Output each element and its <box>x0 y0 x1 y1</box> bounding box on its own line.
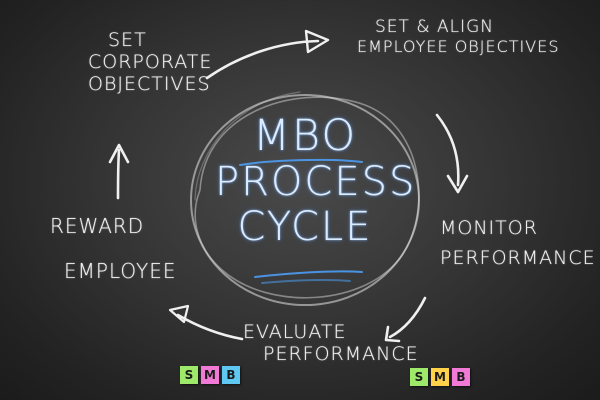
step-set-corporate-objectives: SET CORPORATE OBJECTIVES <box>88 29 213 96</box>
logo-sticker: B <box>452 368 470 386</box>
arrow-to-evaluate <box>384 296 427 343</box>
arrow-to-align <box>205 29 330 80</box>
step-label-line: SET & ALIGN <box>375 17 494 37</box>
step-label-line: EVALUATE <box>243 321 347 343</box>
center-circle <box>190 91 420 306</box>
step-reward-employee: REWARD EMPLOYEE <box>50 215 177 283</box>
logo-sticker: M <box>431 368 449 386</box>
center-title-line: CYCLE <box>237 203 373 250</box>
step-set-align-employee-objectives: SET & ALIGN EMPLOYEE OBJECTIVES <box>357 17 560 56</box>
step-monitor-performance: MONITOR PERFORMANCE <box>440 217 596 270</box>
step-label-line: OBJECTIVES <box>88 72 211 95</box>
arrow-to-reward <box>168 304 244 341</box>
title-underlines <box>239 158 363 284</box>
step-label-line: REWARD <box>50 214 145 238</box>
logo-sticker: B <box>222 366 240 384</box>
step-label-line: MONITOR <box>440 217 538 239</box>
step-evaluate-performance: EVALUATE PERFORMANCE <box>243 321 419 366</box>
smb-logo-right: S M B <box>410 368 470 386</box>
step-label-line: EMPLOYEE <box>64 259 177 283</box>
center-title-line: PROCESS <box>215 159 417 206</box>
step-label-line: PERFORMANCE <box>263 342 419 365</box>
smb-logo-left: S M B <box>180 366 240 384</box>
logo-sticker: S <box>180 366 198 384</box>
arrow-to-monitor <box>435 113 469 194</box>
logo-sticker: S <box>410 368 428 386</box>
logo-sticker: M <box>201 366 219 384</box>
step-label-line: PERFORMANCE <box>440 246 596 269</box>
step-label-line: EMPLOYEE OBJECTIVES <box>357 36 560 56</box>
step-label-line: SET <box>108 29 147 51</box>
arrow-to-corporate <box>108 143 130 200</box>
step-label-line: CORPORATE <box>88 50 213 73</box>
center-title-line: MBO <box>252 111 358 161</box>
center-title: MBO PROCESS CYCLE <box>215 111 417 250</box>
